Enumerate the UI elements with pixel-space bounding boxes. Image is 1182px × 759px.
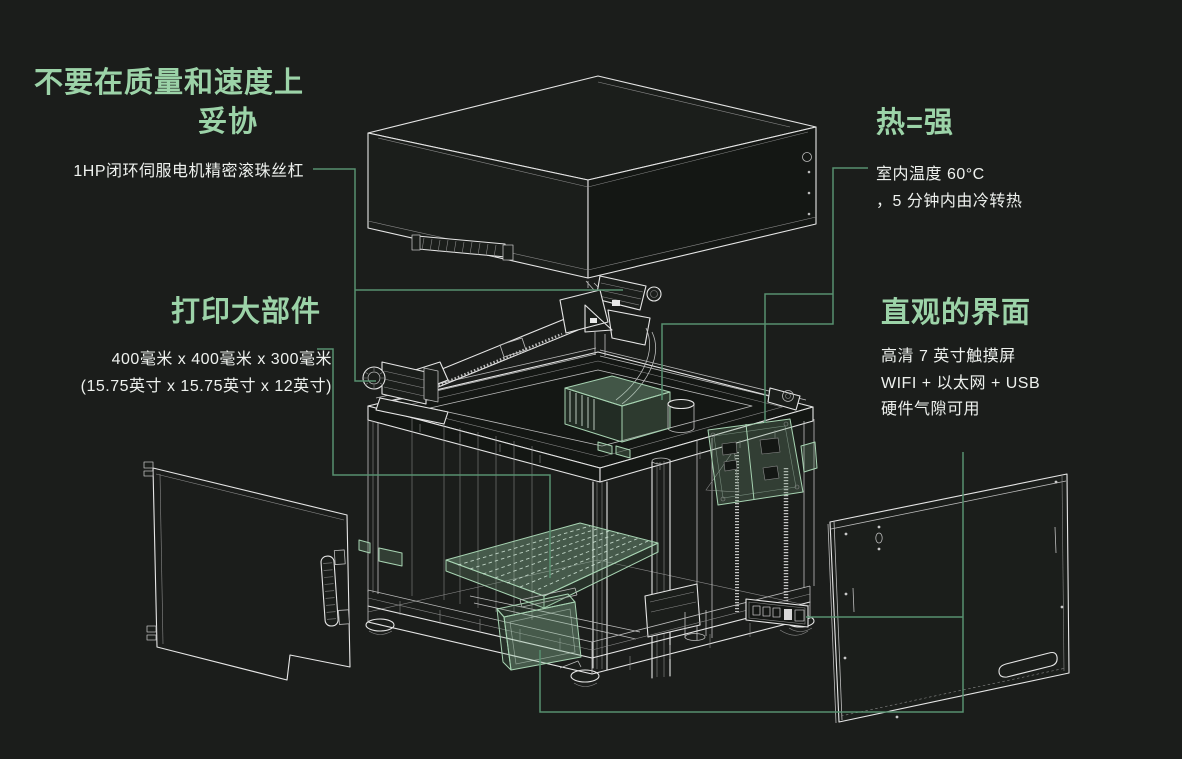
feature-quality-speed-description: 1HP闭环伺服电机精密滚珠丝杠 [73,162,304,180]
heading-line: 不要在质量和速度上 [33,67,304,99]
left-door-panel [143,461,351,681]
callout-servo-motor [313,168,376,382]
callout-touchscreen [539,452,964,713]
description-line: WIFI + 以太网 + USB [881,374,1041,392]
description-line: 硬件气隙可用 [881,401,981,419]
feature-heat-description: 室内温度 60°C ，5 分钟内由冷转热 [876,162,1166,215]
cover-handle [411,234,514,261]
feature-interface-heading: 直观的界面 [881,297,1032,329]
print-bed [445,522,659,640]
description-line: 400毫米 x 400毫米 x 300毫米 [111,351,332,369]
right-door-panel [827,473,1070,724]
hinge-top [143,461,154,469]
touchscreen [496,587,582,671]
description-line: 室内温度 60°C [876,166,985,184]
description-line: ，5 分钟内由冷转热 [876,192,1023,210]
chamber-heater [564,375,671,459]
extruder-assembly [559,275,662,405]
feature-interface-description: 高清 7 英寸触摸屏 WIFI + 以太网 + USB 硬件气隙可用 [881,344,1171,423]
feature-heat-heading: 热=强 [876,107,954,139]
mainboard-panel [705,418,818,506]
cover-vent-hole [802,152,812,162]
door-slot [998,651,1058,678]
feature-build-volume-description: 400毫米 x 400毫米 x 300毫米 (15.75英寸 x 15.75英寸… [28,347,332,400]
heading-line: 妥协 [197,106,258,139]
foot-front [570,669,600,683]
callout-mainboard [764,293,833,423]
feature-heat: 热=强 室内温度 60°C ，5 分钟内由冷转热 [876,104,1166,215]
gantry-assembly [362,275,807,425]
callout-lines [313,167,964,713]
spool-holder [667,398,695,433]
description-line: 高清 7 英寸触摸屏 [881,348,1016,366]
servo-motor [362,361,449,425]
callout-print-bed [317,348,551,578]
feature-interface: 直观的界面 高清 7 英寸触摸屏 WIFI + 以太网 + USB 硬件气隙可用 [881,294,1171,424]
feature-build-volume-heading: 打印大部件 [170,296,321,328]
door-handle [320,549,350,627]
feature-quality-speed: 不要在质量和速度上 妥协 1HP闭环伺服电机精密滚珠丝杠 [28,64,304,185]
callout-chamber-heater [661,167,868,400]
io-ports [745,598,809,628]
feature-build-volume: 打印大部件 400毫米 x 400毫米 x 300毫米 (15.75英寸 x 1… [28,293,332,400]
frame-columns [358,419,815,679]
hinge-bottom [146,625,157,633]
top-cover [367,75,817,291]
bed-carriage [644,583,707,641]
feature-quality-speed-heading: 不要在质量和速度上 妥协 [28,64,304,143]
description-line: (15.75英寸 x 15.75英寸 x 12英寸) [80,377,332,395]
